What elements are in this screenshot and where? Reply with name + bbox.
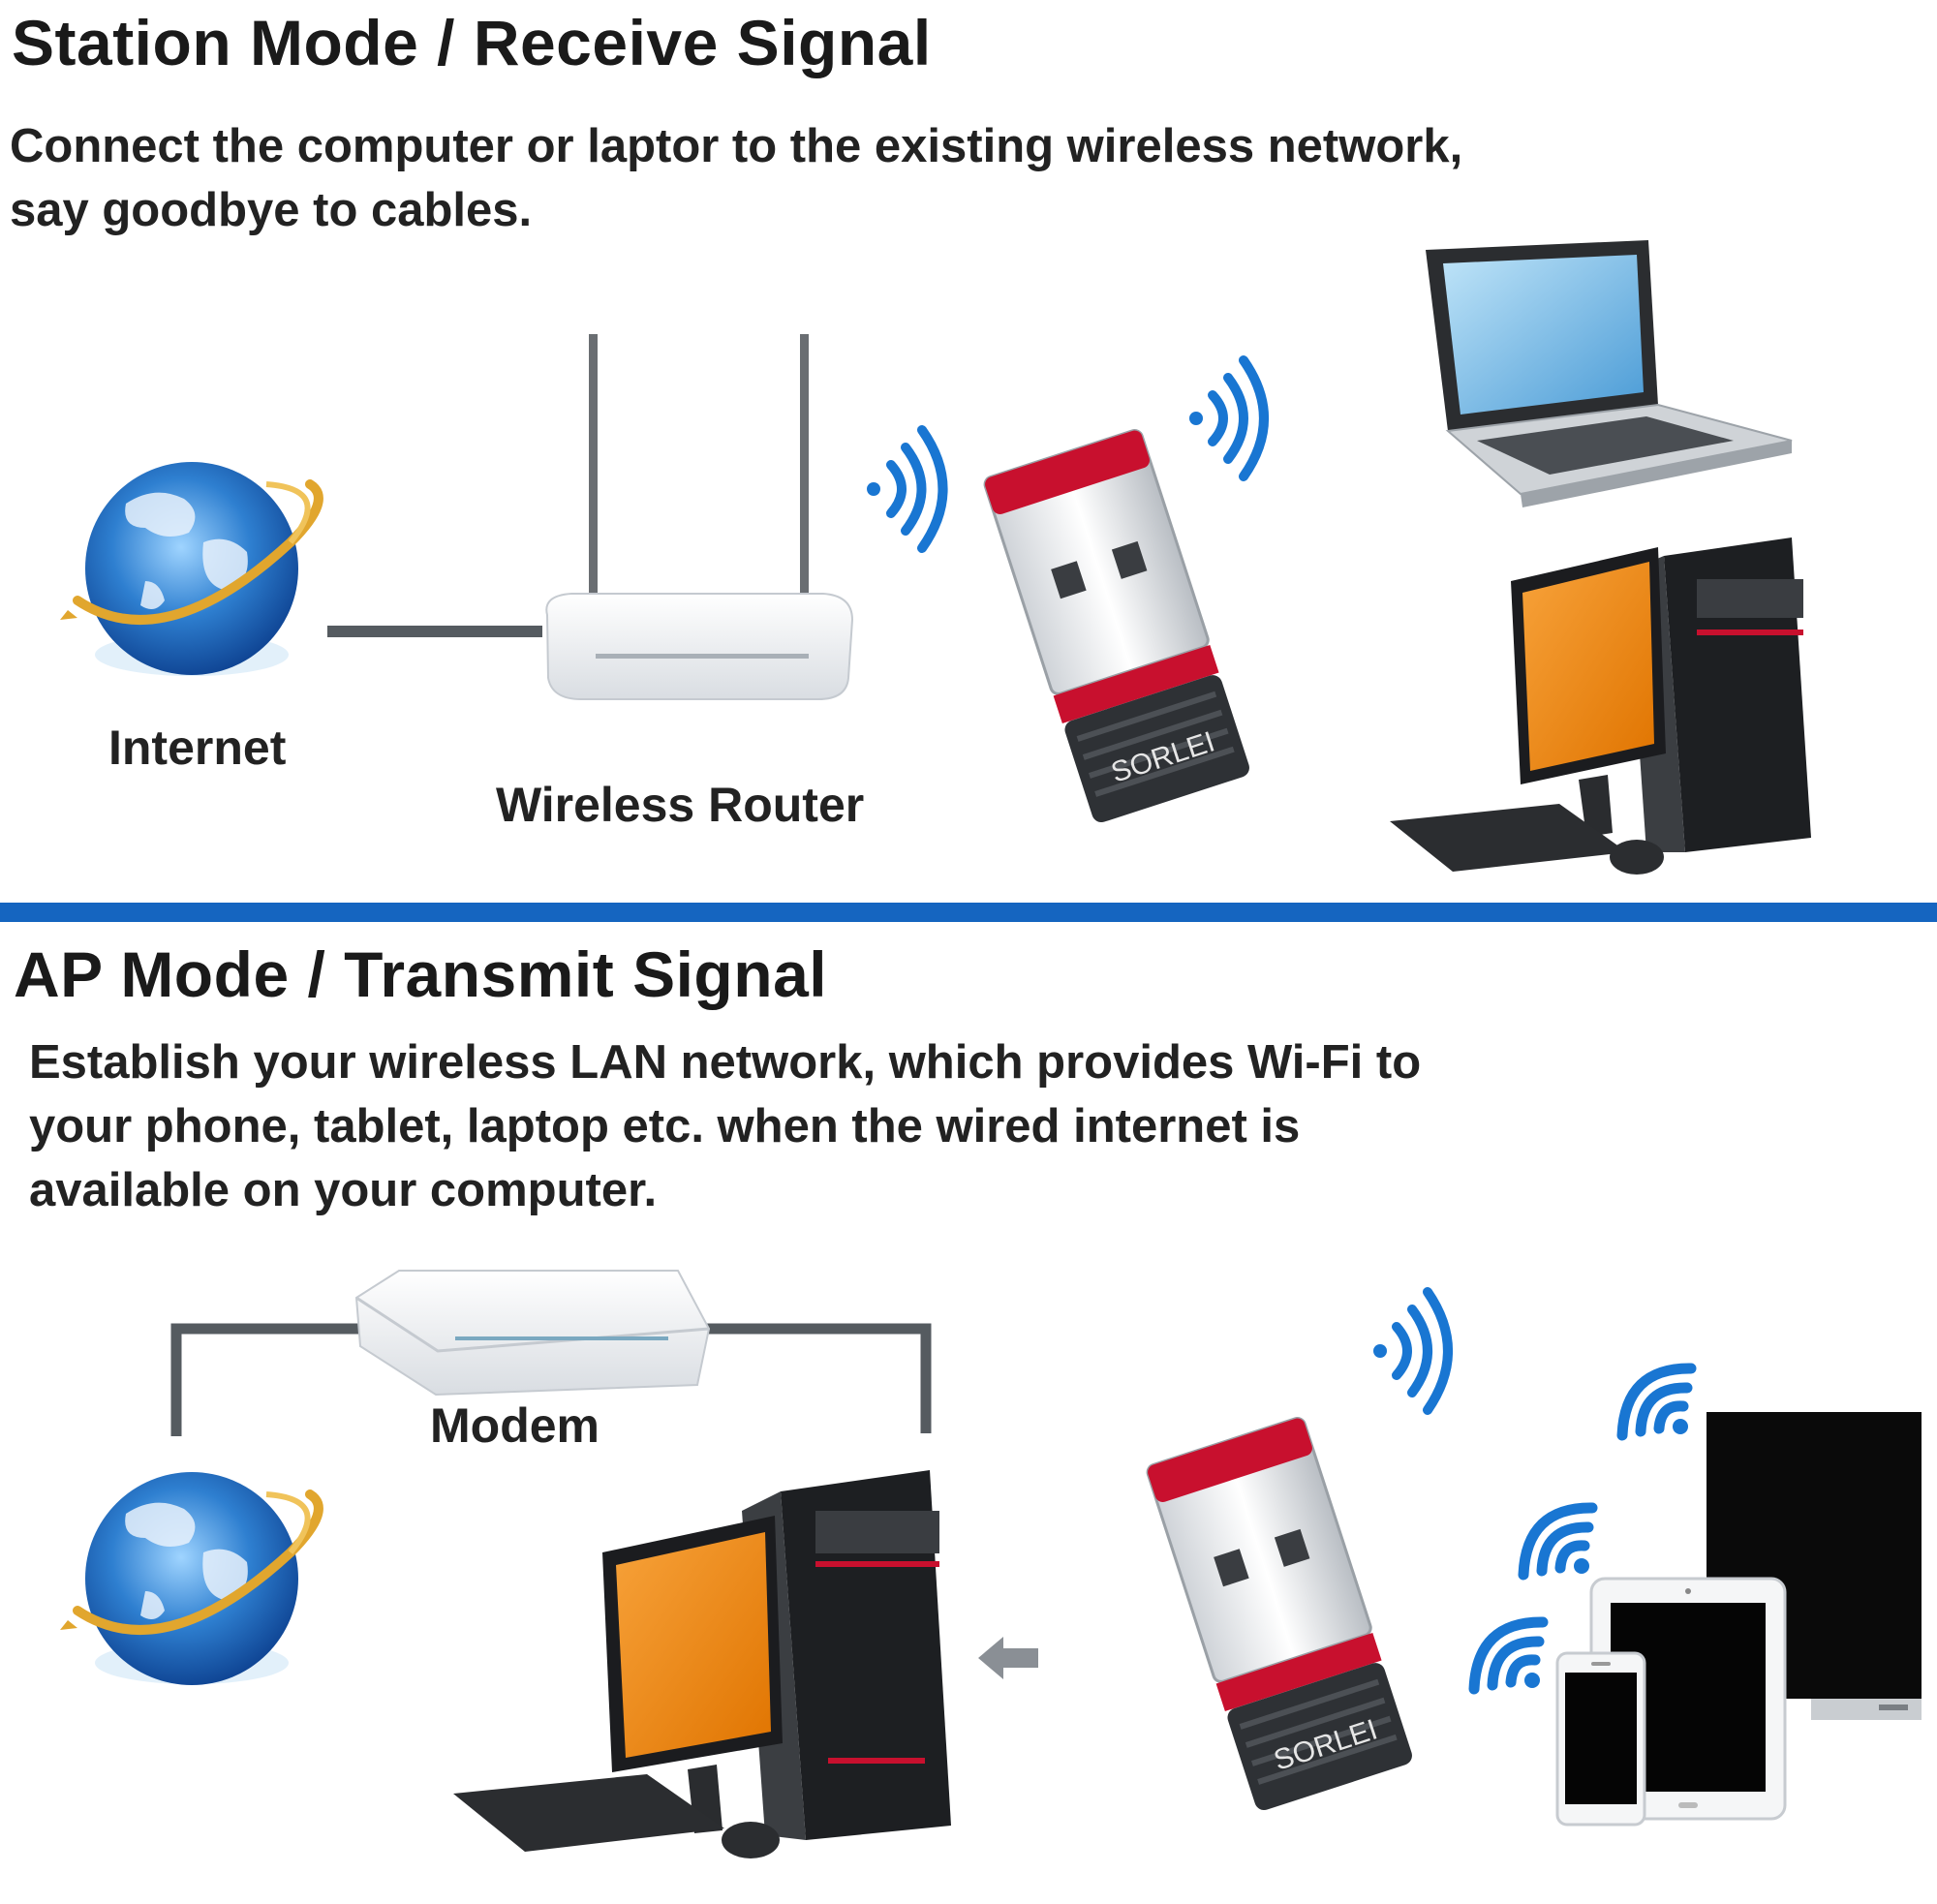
globe-icon [60, 462, 323, 676]
modem-label: Modem [430, 1398, 600, 1453]
ap-mode-description-line-3: available on your computer. [29, 1164, 658, 1216]
phone-icon [1555, 1651, 1646, 1827]
station-mode-description-line-1: Connect the computer or laptor to the ex… [10, 120, 1463, 172]
ap-mode-description-line-2: your phone, tablet, laptop etc. when the… [29, 1100, 1301, 1152]
globe-icon-2 [60, 1472, 323, 1685]
wifi-signal-icon-2 [1189, 355, 1269, 481]
wifi-signal-icon [867, 425, 948, 553]
laptop-icon [1426, 240, 1793, 507]
usb-wifi-dongle-2: SORLEI [1146, 1417, 1412, 1811]
modem-cable [170, 1323, 932, 1436]
section-divider [0, 903, 1937, 922]
wifi-signal-icon-5 [1518, 1502, 1598, 1581]
internet-label: Internet [108, 721, 287, 775]
wifi-signal-icon-6 [1468, 1616, 1549, 1695]
station-mode-description-line-2: say goodbye to cables. [10, 184, 533, 236]
arrow-left-icon [978, 1637, 1038, 1679]
wifi-signal-icon-3 [1373, 1287, 1453, 1415]
ethernet-cable [327, 626, 542, 637]
router-icon [545, 334, 854, 700]
ap-mode-description-line-1: Establish your wireless LAN network, whi… [29, 1036, 1422, 1089]
modem-icon [354, 1270, 711, 1397]
station-mode-title: Station Mode / Receive Signal [12, 7, 932, 78]
wireless-router-label: Wireless Router [496, 778, 865, 832]
ap-mode-title: AP Mode / Transmit Signal [14, 938, 828, 1010]
wifi-signal-icon-4 [1616, 1363, 1697, 1441]
desktop-computer-icon-2 [453, 1470, 951, 1858]
usb-wifi-dongle: SORLEI [983, 429, 1249, 823]
desktop-computer-icon [1390, 537, 1811, 875]
